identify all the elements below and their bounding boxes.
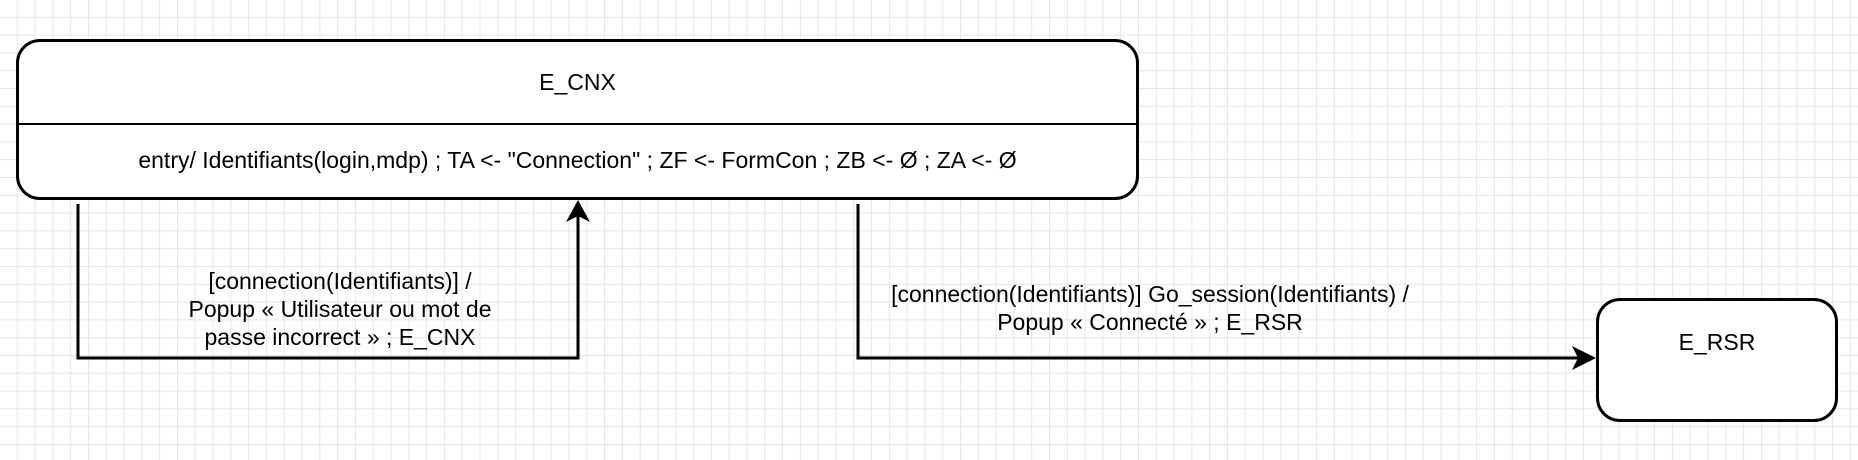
self-loop-transition-arrow[interactable] — [76, 202, 584, 360]
to-rsr-label-line-2: Popup « Connecté » ; E_RSR — [997, 309, 1303, 335]
self-loop-label-line-2: Popup « Utilisateur ou mot de — [188, 296, 492, 322]
state-e-cnx[interactable]: E_CNX entry/ Identifiants(login,mdp) ; T… — [16, 39, 1139, 200]
state-e-cnx-name: E_CNX — [19, 42, 1136, 125]
state-e-rsr[interactable]: E_RSR — [1596, 298, 1838, 422]
self-loop-arrowhead — [566, 200, 590, 222]
state-e-cnx-activity: entry/ Identifiants(login,mdp) ; TA <- "… — [138, 146, 1017, 173]
self-loop-transition-label: [connection(Identifiants)] / Popup « Uti… — [140, 267, 540, 351]
to-rsr-label-line-1: [connection(Identifiants)] Go_session(Id… — [891, 281, 1409, 307]
self-loop-label-line-1: [connection(Identifiants)] / — [208, 268, 472, 294]
to-rsr-transition-label: [connection(Identifiants)] Go_session(Id… — [860, 280, 1440, 336]
state-e-rsr-name: E_RSR — [1678, 329, 1756, 355]
to-rsr-arrowhead — [1572, 346, 1596, 370]
self-loop-label-line-3: passe incorrect » ; E_CNX — [204, 324, 476, 350]
to-rsr-transition-arrow[interactable] — [856, 204, 1578, 360]
